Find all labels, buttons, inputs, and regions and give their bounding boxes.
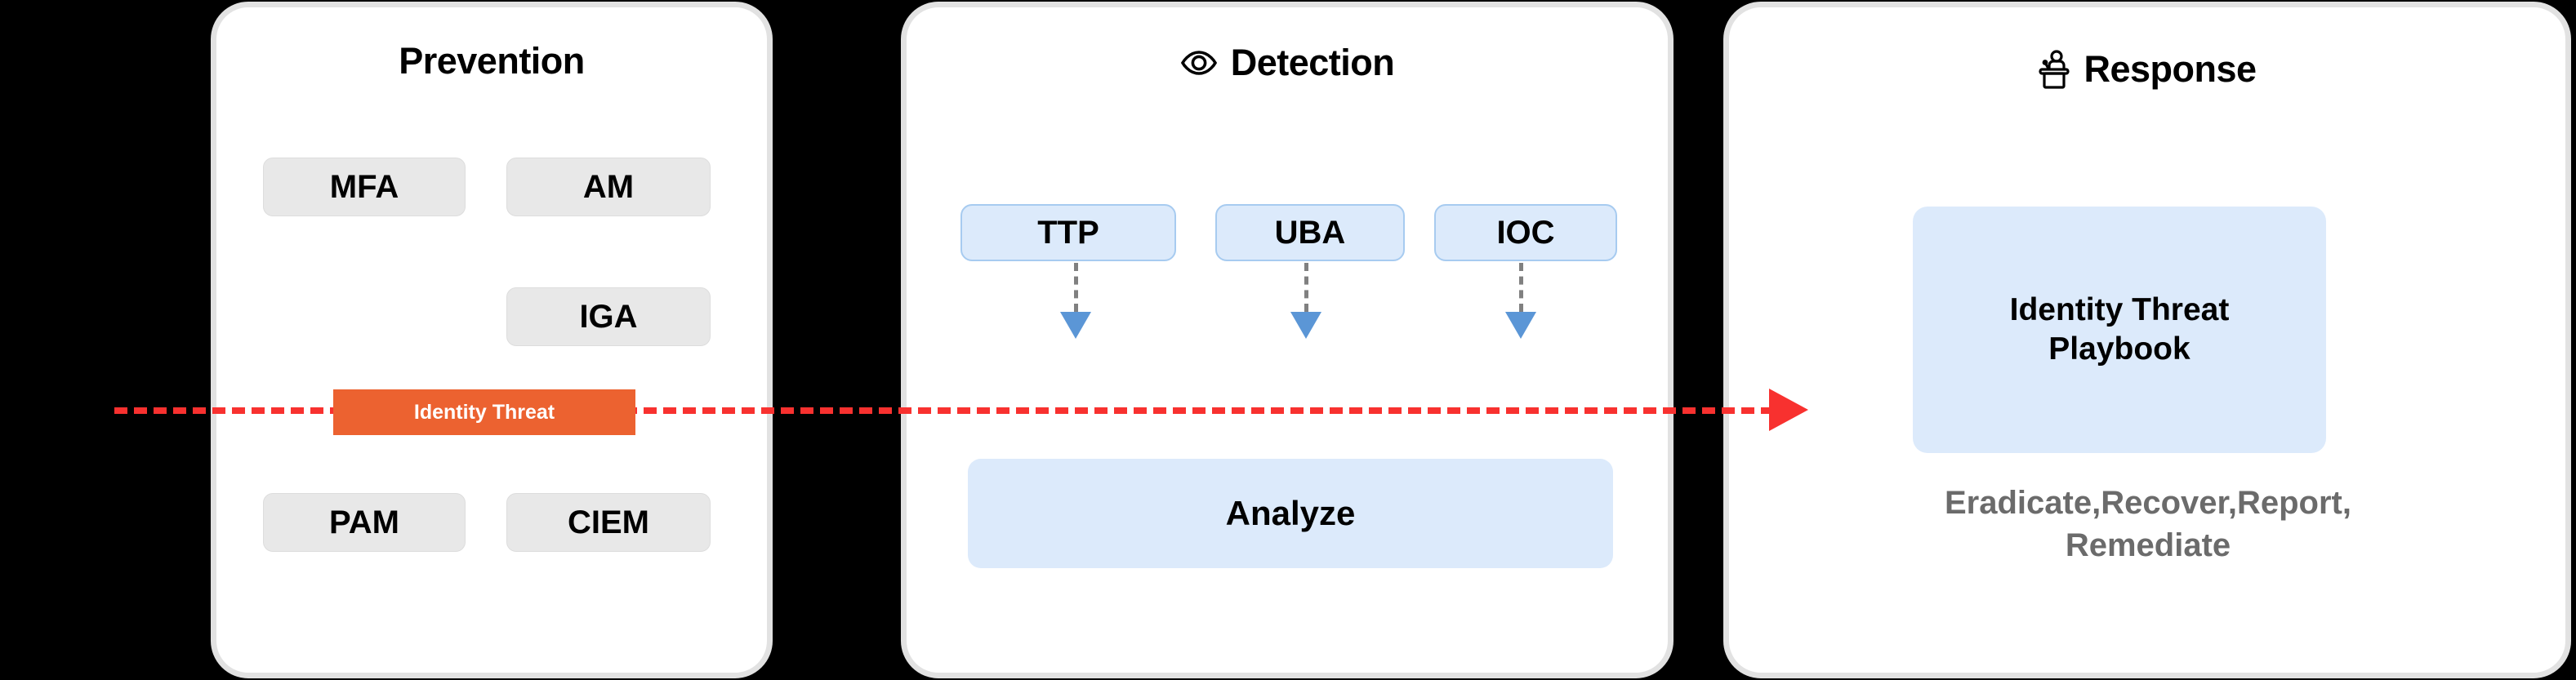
panel-detection: Detection xyxy=(901,2,1674,678)
chip-ciem-label: CIEM xyxy=(568,504,649,540)
box-ioc-label: IOC xyxy=(1496,214,1555,251)
panel-detection-title: Detection xyxy=(907,42,1668,84)
box-analyze-label: Analyze xyxy=(1225,494,1356,532)
chip-pam-label: PAM xyxy=(329,504,399,540)
eye-icon xyxy=(1180,50,1218,76)
identity-threat-badge-label: Identity Threat xyxy=(413,400,555,424)
chip-mfa-label: MFA xyxy=(329,168,399,205)
chip-ciem[interactable]: CIEM xyxy=(506,493,711,552)
arrow-down-icon xyxy=(1290,312,1321,339)
box-ttp[interactable]: TTP xyxy=(960,204,1176,261)
connector-stem xyxy=(1519,263,1523,312)
panel-detection-title-text: Detection xyxy=(1230,42,1395,83)
flow-arrow-right-icon xyxy=(1769,389,1808,431)
box-ttp-label: TTP xyxy=(1037,214,1099,251)
chip-pam[interactable]: PAM xyxy=(263,493,466,552)
response-actions-text: Eradicate,Recover,Report, Remediate xyxy=(1945,485,2351,563)
box-uba-label: UBA xyxy=(1274,214,1346,251)
arrow-down-icon xyxy=(1060,312,1091,339)
connector-stem xyxy=(1304,263,1308,312)
chip-iga-label: IGA xyxy=(579,298,638,335)
box-identity-threat-playbook[interactable]: Identity Threat Playbook xyxy=(1913,207,2326,453)
podium-speaker-icon xyxy=(2038,50,2070,89)
panel-prevention-title: Prevention xyxy=(216,40,767,82)
panel-prevention-title-text: Prevention xyxy=(399,40,585,82)
arrow-down-icon xyxy=(1505,312,1536,339)
identity-threat-badge[interactable]: Identity Threat xyxy=(333,389,635,435)
box-analyze[interactable]: Analyze xyxy=(968,459,1613,568)
connector-stem xyxy=(1074,263,1078,312)
panel-response-title-text: Response xyxy=(2084,48,2257,90)
box-playbook-label: Identity Threat Playbook xyxy=(2009,292,2230,367)
box-uba[interactable]: UBA xyxy=(1215,204,1405,261)
panel-response-title: Response xyxy=(1729,48,2565,91)
box-ioc[interactable]: IOC xyxy=(1434,204,1617,261)
identity-threat-flow-line xyxy=(114,407,1774,414)
chip-am[interactable]: AM xyxy=(506,158,711,216)
chip-am-label: AM xyxy=(582,168,635,205)
chip-mfa[interactable]: MFA xyxy=(263,158,466,216)
chip-iga[interactable]: IGA xyxy=(506,287,711,346)
